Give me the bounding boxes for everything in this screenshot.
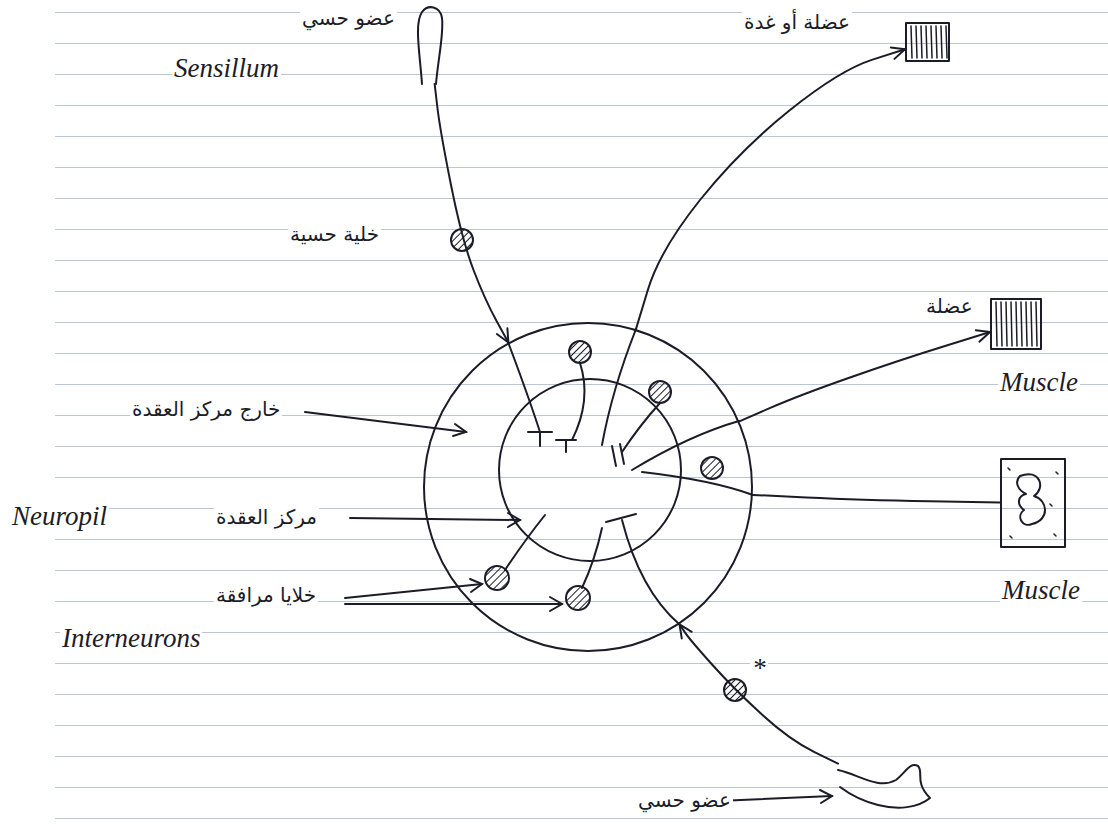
node-label: خارج مركز العقدة — [130, 397, 282, 421]
synapse-mark — [528, 432, 576, 452]
neuropil-circle: مركز العقدةNeuropil — [498, 378, 682, 562]
arrow-head — [820, 790, 832, 803]
node-label: عضو حسي — [300, 6, 397, 30]
leader-line — [345, 603, 562, 605]
sense-organ-outline — [412, 4, 448, 84]
interneuron-cell-body — [485, 566, 509, 590]
nerve-fibre — [582, 528, 602, 588]
neuropil-circle-outline — [498, 378, 682, 562]
gland-dots — [1008, 468, 1058, 538]
muscle-box-outline — [990, 298, 1042, 350]
nerve-line — [739, 332, 990, 421]
gland-drawing — [1017, 474, 1045, 525]
sense-organ-outline — [838, 760, 935, 815]
leader-line — [350, 518, 520, 520]
arrow-head — [497, 328, 509, 342]
arrow-head — [976, 330, 990, 341]
muscle-stripes — [911, 26, 947, 58]
muscle-box — [991, 299, 1041, 349]
part-label: Interneurons — [60, 622, 202, 654]
muscle-box-outline — [1000, 458, 1066, 548]
nerve-fibre — [602, 329, 636, 445]
ganglion-circle: خارج مركز العقدةمركز العقدةNeuropil — [423, 322, 753, 652]
synapse-mark — [606, 514, 636, 522]
nerve-fibre — [508, 342, 540, 432]
muscle-box-outline — [905, 22, 950, 62]
nerve-connector — [739, 330, 990, 421]
part-label: خلايا مرافقة — [214, 583, 318, 607]
muscle-box: عضلة أو غدة — [905, 22, 950, 62]
muscle-box: Muscle — [1000, 458, 1066, 548]
arrow-head — [891, 47, 905, 58]
callout-mark: * — [750, 652, 768, 684]
node-label: مركز العقدة — [214, 505, 319, 529]
node-label: عضلة أو غدة — [742, 10, 852, 34]
nerve-fibre — [572, 363, 585, 440]
nerve-connector — [435, 84, 509, 342]
nerve-connector — [753, 495, 1000, 503]
muscle-box — [906, 23, 949, 61]
nerve-fibres — [505, 329, 753, 624]
nerve-fibre — [632, 421, 739, 470]
nerve-line — [753, 495, 1000, 503]
muscle-stripes — [996, 302, 1037, 346]
leader-line — [718, 796, 832, 801]
neuron-cell-body — [701, 457, 723, 479]
neuron-cell-body — [569, 341, 591, 363]
nerve-connector — [636, 47, 905, 329]
nerve-fibre — [642, 472, 753, 495]
node-label: Neuropil — [10, 500, 109, 532]
arrow-head — [453, 424, 466, 436]
nerve-connector — [680, 624, 838, 763]
part-label: خلية حسية — [288, 222, 381, 246]
arrow-head — [550, 597, 562, 611]
sense-organ: عضو حسيSensillum — [412, 4, 448, 84]
neuropil-circle — [499, 379, 681, 561]
ganglion-circle-outline — [423, 322, 753, 652]
nerve-line — [435, 84, 509, 342]
ruled-lines — [55, 0, 1108, 830]
arrow-head — [470, 579, 482, 592]
nerve-line — [680, 624, 838, 763]
sense-organ — [418, 7, 442, 84]
node-label: عضو حسي — [636, 788, 733, 812]
node-label: Muscle — [998, 366, 1080, 398]
sense-organ: عضو حسي — [838, 760, 935, 815]
nerve-fibre — [622, 403, 660, 452]
synapse-mark — [612, 444, 624, 466]
muscle-box — [1001, 459, 1065, 547]
node-label: Muscle — [1000, 574, 1082, 606]
nerve-fibre — [622, 520, 679, 624]
interneuron-cell-body — [566, 586, 590, 610]
nerve-line — [636, 49, 905, 329]
muscle-box: عضلةMuscle — [990, 298, 1042, 350]
nerve-fibre — [505, 515, 545, 570]
sense-organ — [838, 765, 930, 808]
node-label: Sensillum — [172, 52, 281, 84]
cell-bodies — [451, 229, 746, 701]
arrow-head — [680, 624, 692, 638]
neuron-cell-body — [649, 381, 671, 403]
leader-arrows — [305, 412, 832, 803]
leader-line — [305, 412, 466, 432]
ganglion-circle — [424, 323, 752, 651]
node-label: عضلة — [924, 294, 975, 318]
